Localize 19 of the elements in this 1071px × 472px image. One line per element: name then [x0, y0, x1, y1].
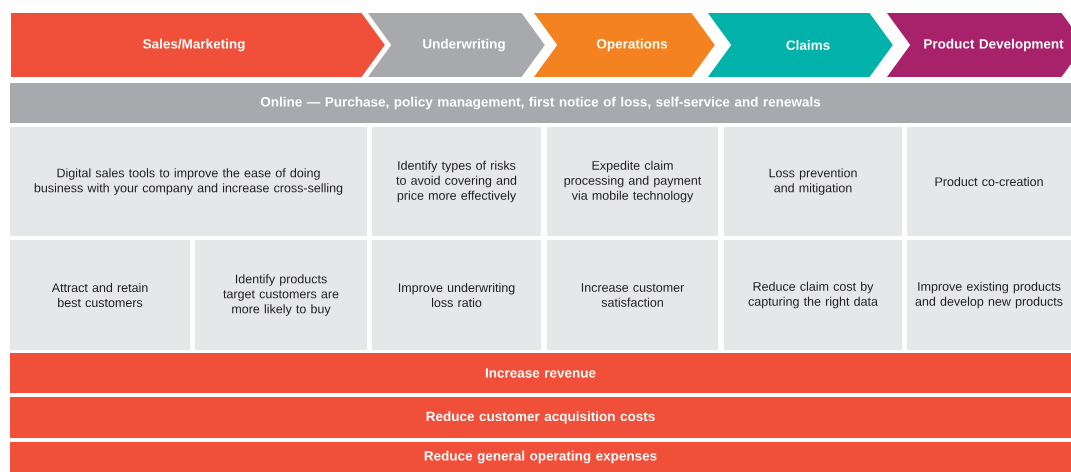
- table-cell: Attract and retain best customers: [10, 240, 190, 350]
- table-cell: Identify types of risks to avoid covering and price more effectively: [372, 127, 541, 236]
- chevron-step: Operations: [530, 11, 718, 79]
- table-cell: Identify products target customers are more likely to buy: [195, 240, 367, 350]
- table-cell: Loss prevention and mitigation: [724, 127, 902, 236]
- chevron-step: Sales/Marketing: [9, 11, 388, 79]
- banner-bar: Online — Purchase, policy management, first notice of loss, self-service and renewals: [10, 83, 1071, 123]
- table-cell: Product co-creation: [907, 127, 1071, 236]
- banner-bar: Reduce general operating expenses: [10, 442, 1071, 472]
- banner-bar: Reduce customer acquisition costs: [10, 397, 1071, 438]
- table-cell: Improve underwriting loss ratio: [372, 240, 541, 350]
- table-cell: Reduce claim cost by capturing the right data: [724, 240, 902, 350]
- table-cell: Digital sales tools to improve the ease of doing business with your company and increase cross-selling: [10, 127, 367, 236]
- chevron-step: Underwriting: [364, 11, 548, 79]
- banner-bar: Increase revenue: [10, 353, 1071, 393]
- table-cell: Expedite claim processing and payment via mobile technology: [547, 127, 718, 236]
- table-cell: Improve existing products and develop new products: [907, 240, 1071, 350]
- chevron-step: Claims: [704, 11, 896, 79]
- table-cell: Increase customer satisfaction: [547, 240, 718, 350]
